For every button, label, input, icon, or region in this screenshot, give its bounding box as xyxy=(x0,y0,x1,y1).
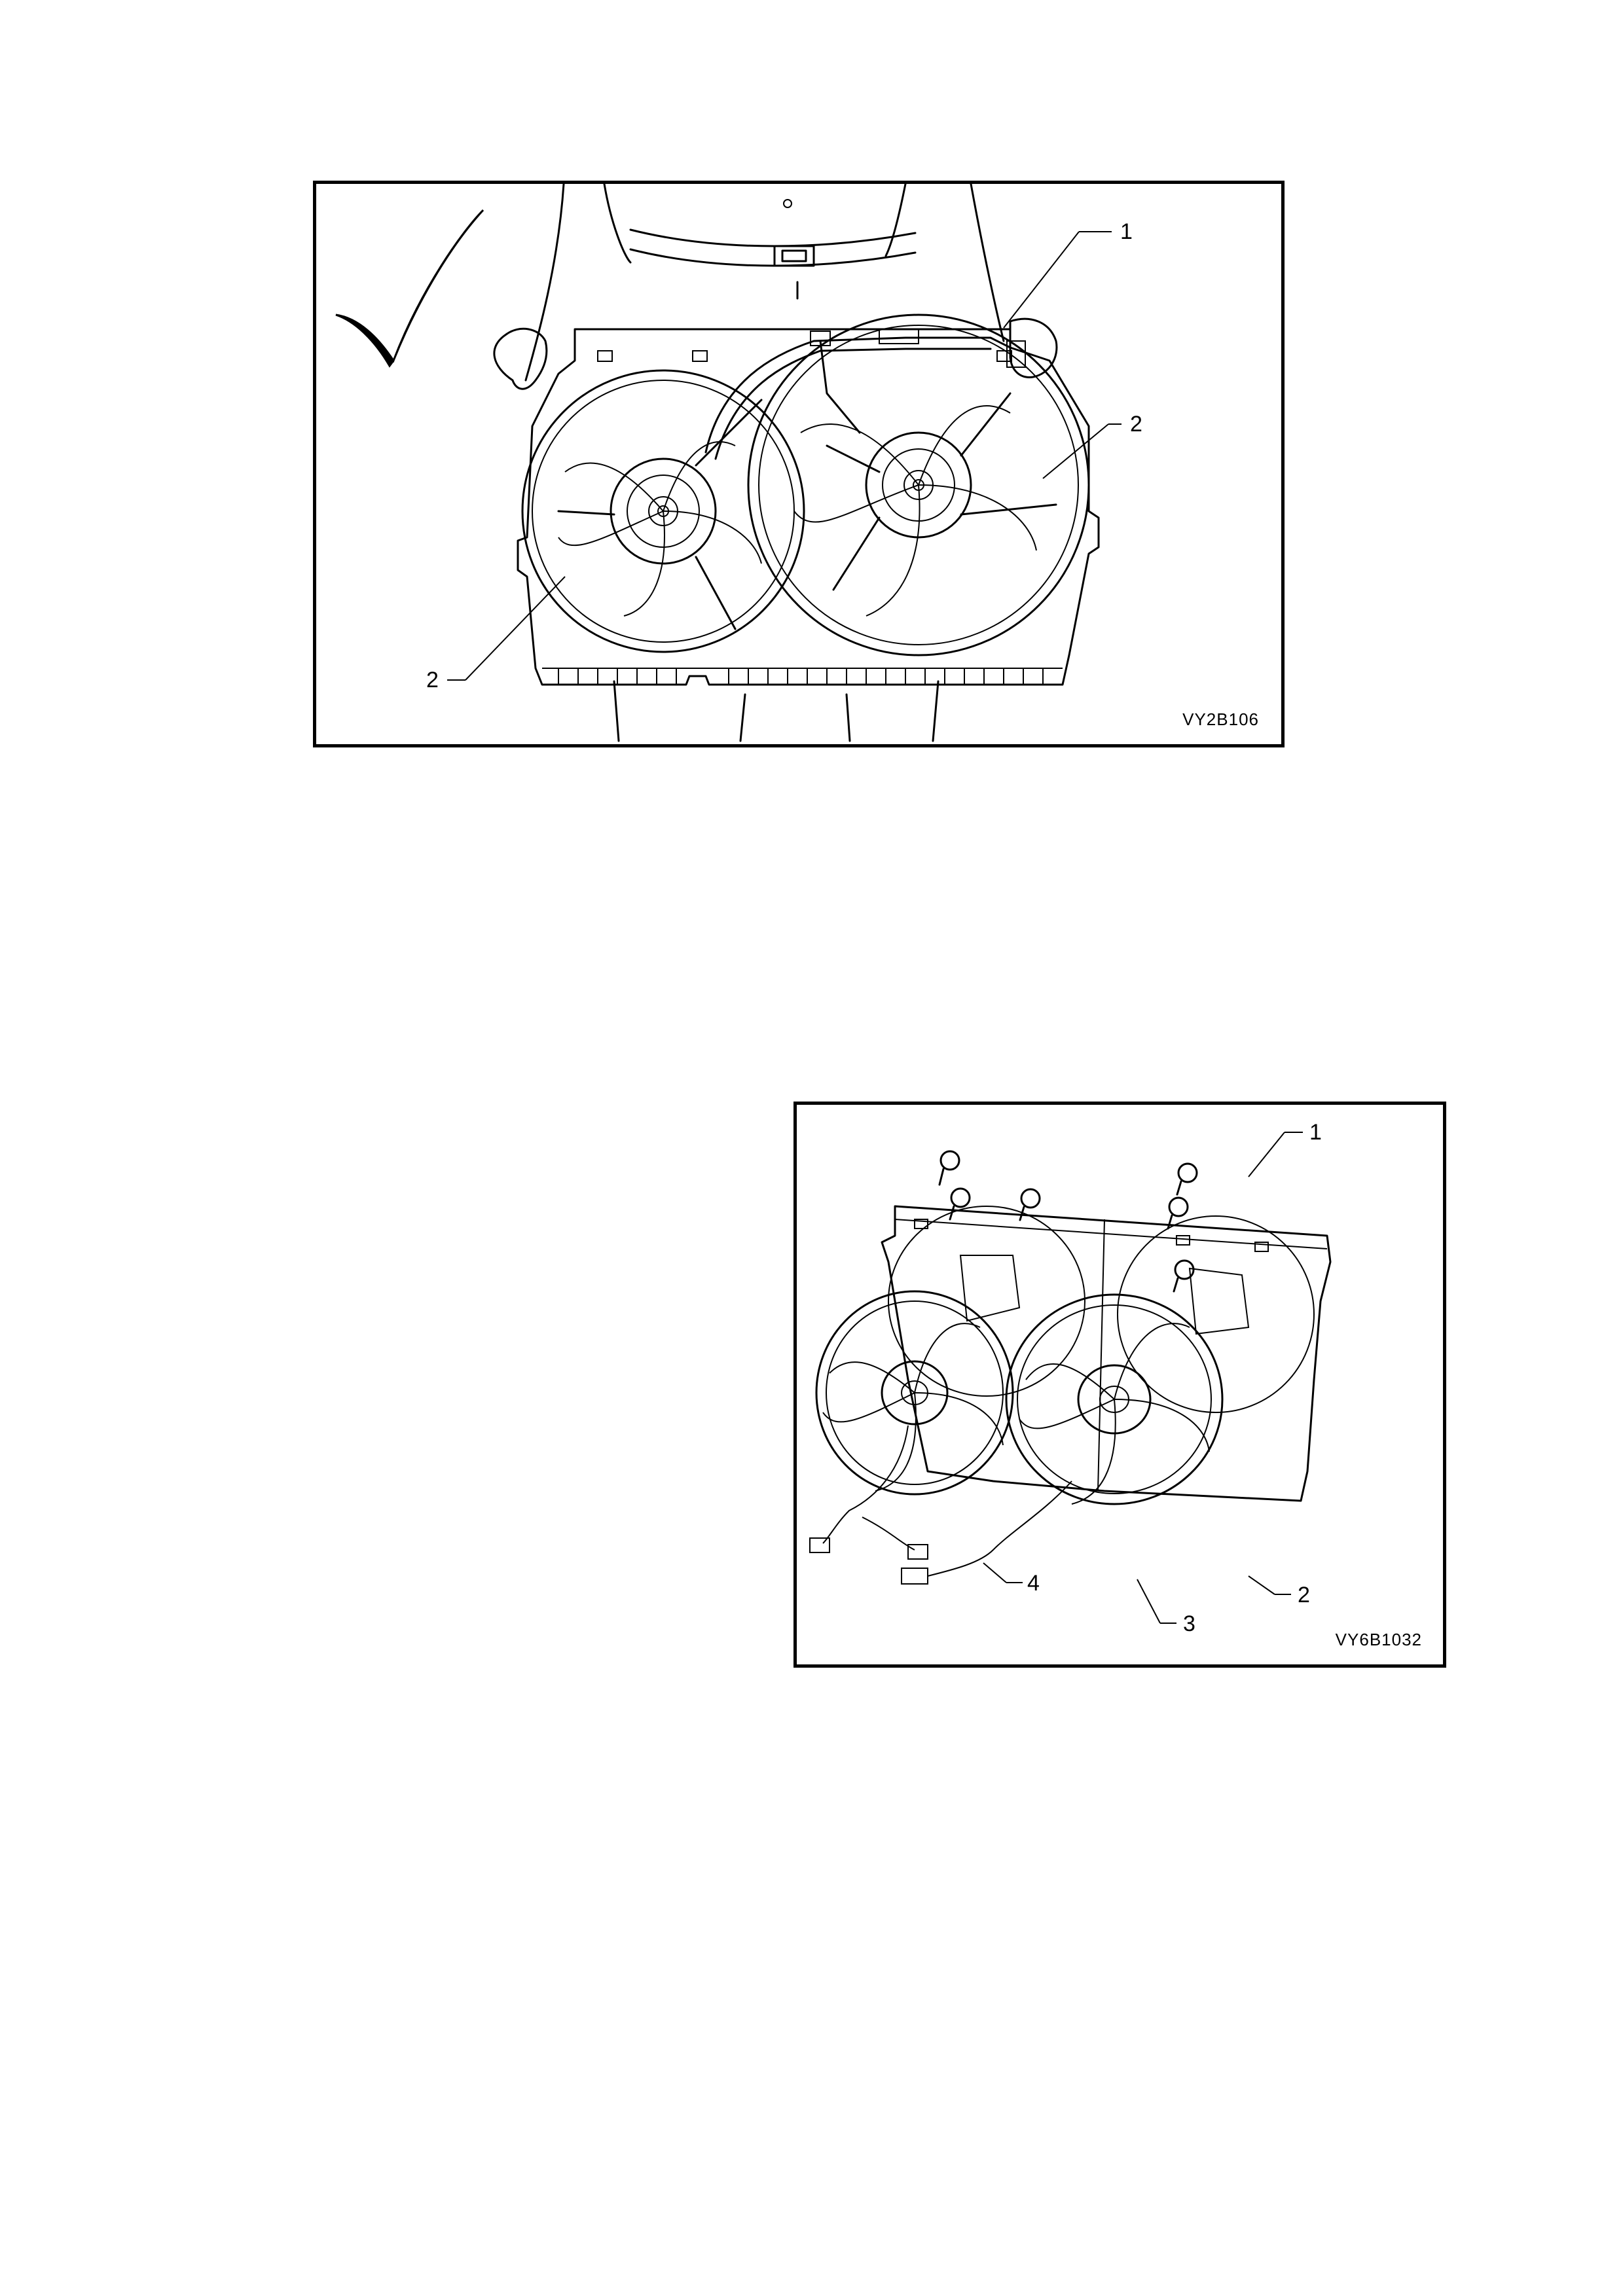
callout-4: 4 xyxy=(1027,1572,1040,1594)
screw-icons xyxy=(939,1151,1197,1291)
callout-1: 1 xyxy=(1309,1121,1322,1143)
figure-code: VY6B1032 xyxy=(1336,1630,1422,1650)
figure-fan-assembly-held: 1 2 2 VY2B106 xyxy=(313,181,1285,747)
checkmark-icon xyxy=(336,210,483,366)
callout-1: 1 xyxy=(1120,221,1133,243)
callout-2: 2 xyxy=(1298,1584,1310,1606)
figure-fan-assembly-exploded: 1 2 3 4 VY6B1032 xyxy=(793,1102,1446,1668)
figure-code: VY2B106 xyxy=(1182,709,1259,730)
exploded-fan-illustration xyxy=(797,1105,1443,1664)
callout-2-right: 2 xyxy=(1130,413,1142,435)
callout-2-left: 2 xyxy=(426,669,439,691)
callout-3: 3 xyxy=(1183,1613,1195,1635)
fan-assembly-illustration xyxy=(316,184,1281,744)
